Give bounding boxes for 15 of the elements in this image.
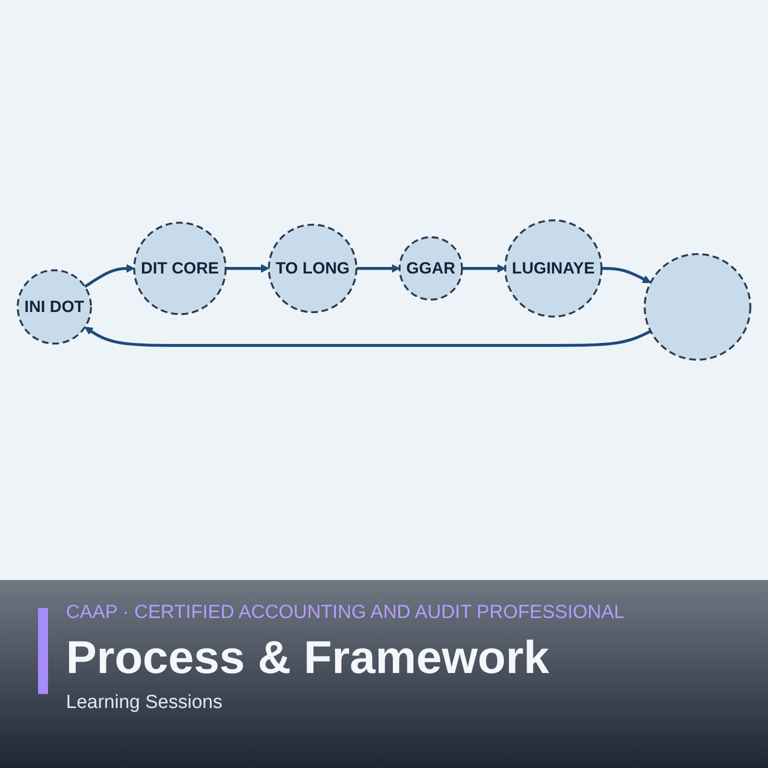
arrow — [462, 264, 506, 273]
title: Process & Framework — [66, 630, 550, 684]
node-circle: LUGINAYE — [504, 219, 602, 318]
node-circle: GGAR — [398, 236, 463, 301]
node-circle — [644, 253, 752, 361]
arrow — [356, 264, 400, 273]
node-circle: INI DOT — [16, 269, 92, 345]
arrow — [601, 267, 651, 284]
arrow — [84, 264, 135, 288]
arrow — [84, 326, 652, 347]
arrow — [226, 264, 270, 273]
node-circle: DIT CORE — [133, 222, 227, 316]
tagline: Learning Sessions — [66, 692, 222, 714]
node-circle: TO LONG — [268, 224, 358, 314]
subtitle: CAAP · CERTIFIED ACCOUNTING AND AUDIT PROFESSIONAL — [66, 602, 624, 624]
